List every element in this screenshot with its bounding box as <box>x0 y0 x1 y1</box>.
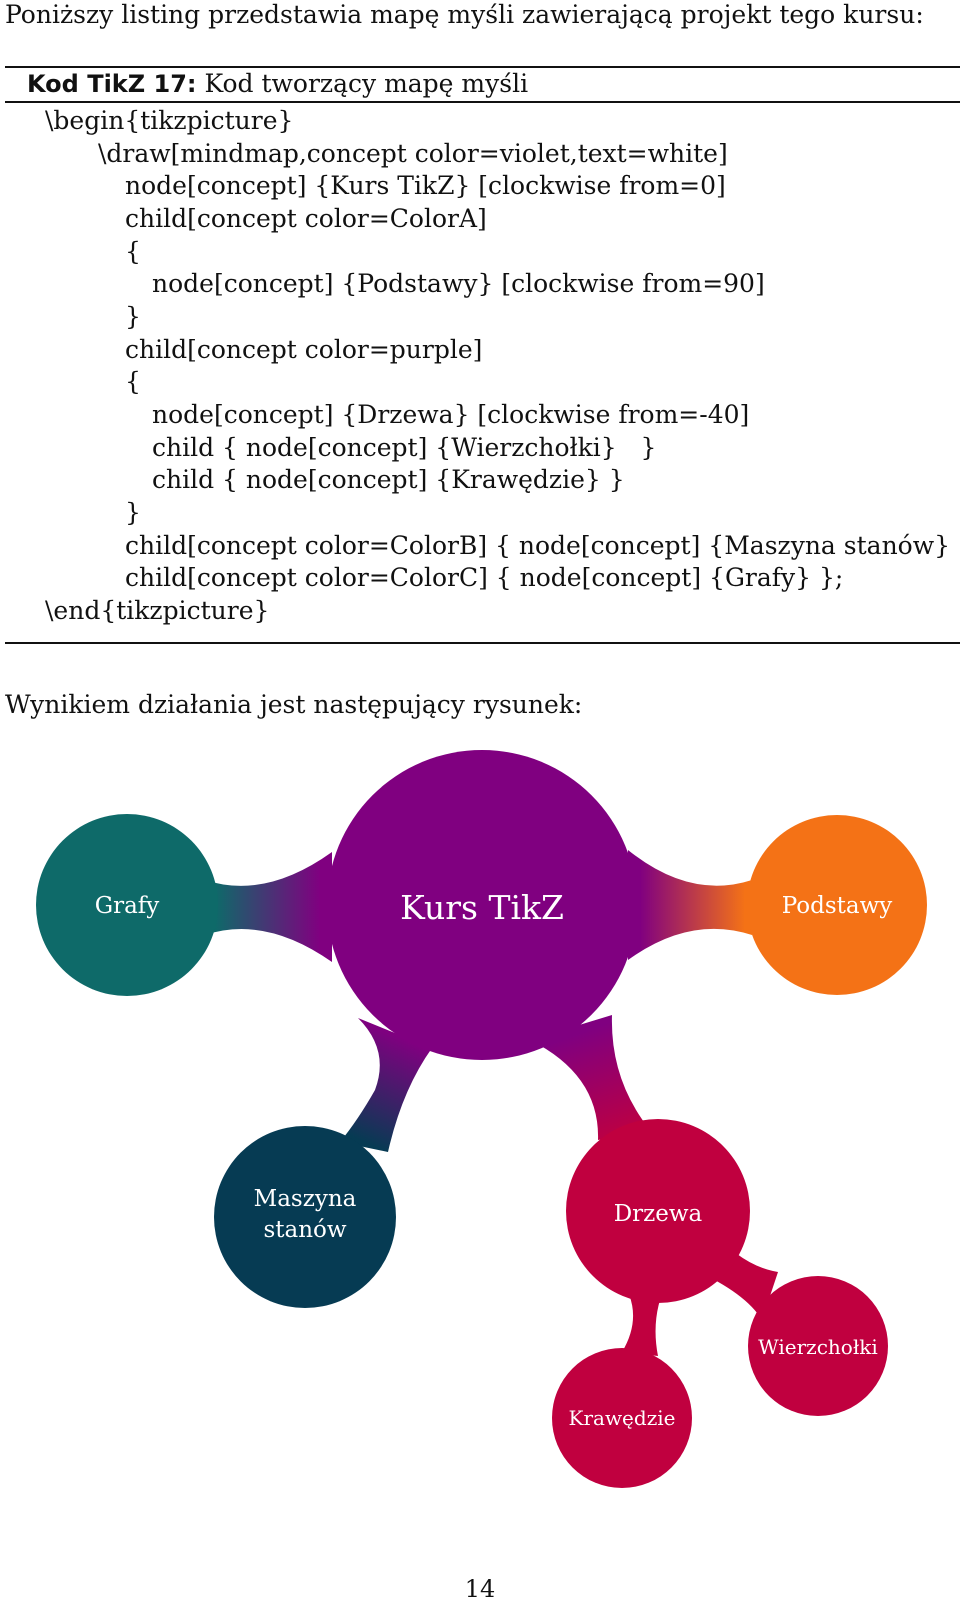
code-line: \end{tikzpicture} <box>45 596 270 625</box>
code-line: { <box>125 367 141 396</box>
label-maszyna-line1: Maszyna <box>254 1186 357 1212</box>
node-krawedzie <box>552 1348 692 1488</box>
label-krawedzie: Krawędzie <box>569 1406 676 1430</box>
code-line: child[concept color=ColorB] { node[conce… <box>125 531 960 560</box>
listing-caption: Kod TikZ 17: Kod tworzący mapę myśli <box>27 69 528 99</box>
code-line: } <box>125 498 141 527</box>
listing-bottom-rule <box>5 642 960 644</box>
result-text: Wynikiem działania jest następujący rysu… <box>5 690 583 719</box>
connector-podstawy <box>628 850 752 960</box>
listing-caption-rule <box>5 101 960 103</box>
code-line: node[concept] {Podstawy} [clockwise from… <box>152 269 765 298</box>
code-line: child { node[concept] {Krawędzie} } <box>152 465 625 494</box>
listing-caption-label: Kod TikZ 17: <box>27 70 197 98</box>
node-grafy <box>36 814 218 996</box>
listing-top-rule <box>5 66 960 68</box>
connector-drzewa <box>530 1015 650 1140</box>
node-wierzcholki <box>748 1276 888 1416</box>
code-line: child { node[concept] {Wierzchołki} } <box>152 433 657 462</box>
code-line: node[concept] {Kurs TikZ} [clockwise fro… <box>125 171 726 200</box>
code-line: node[concept] {Drzewa} [clockwise from=-… <box>152 400 750 429</box>
intro-text: Poniższy listing przedstawia mapę myśli … <box>5 0 924 29</box>
label-wierzcholki: Wierzchołki <box>758 1335 878 1359</box>
code-line: \draw[mindmap,concept color=violet,text=… <box>98 139 728 168</box>
label-kurs-tikz: Kurs TikZ <box>400 888 564 927</box>
label-podstawy: Podstawy <box>782 893 893 919</box>
label-maszyna-line2: stanów <box>263 1217 346 1243</box>
code-line: \begin{tikzpicture} <box>45 106 294 135</box>
code-line: child[concept color=ColorA] <box>125 204 487 233</box>
node-podstawy <box>747 815 927 995</box>
code-line: { <box>125 237 141 266</box>
node-drzewa <box>566 1119 750 1303</box>
node-maszyna-stanow <box>214 1126 396 1308</box>
page-number: 14 <box>464 1575 496 1603</box>
code-line: } <box>125 302 141 331</box>
node-kurs-tikz <box>327 750 637 1060</box>
code-line: child[concept color=purple] <box>125 335 483 364</box>
code-line: child[concept color=ColorC] { node[conce… <box>125 563 844 592</box>
connector-maszyna <box>340 1018 432 1152</box>
label-grafy: Grafy <box>95 893 160 919</box>
connector-grafy <box>205 852 332 962</box>
label-drzewa: Drzewa <box>614 1201 703 1227</box>
listing-caption-text: Kod tworzący mapę myśli <box>196 69 529 98</box>
